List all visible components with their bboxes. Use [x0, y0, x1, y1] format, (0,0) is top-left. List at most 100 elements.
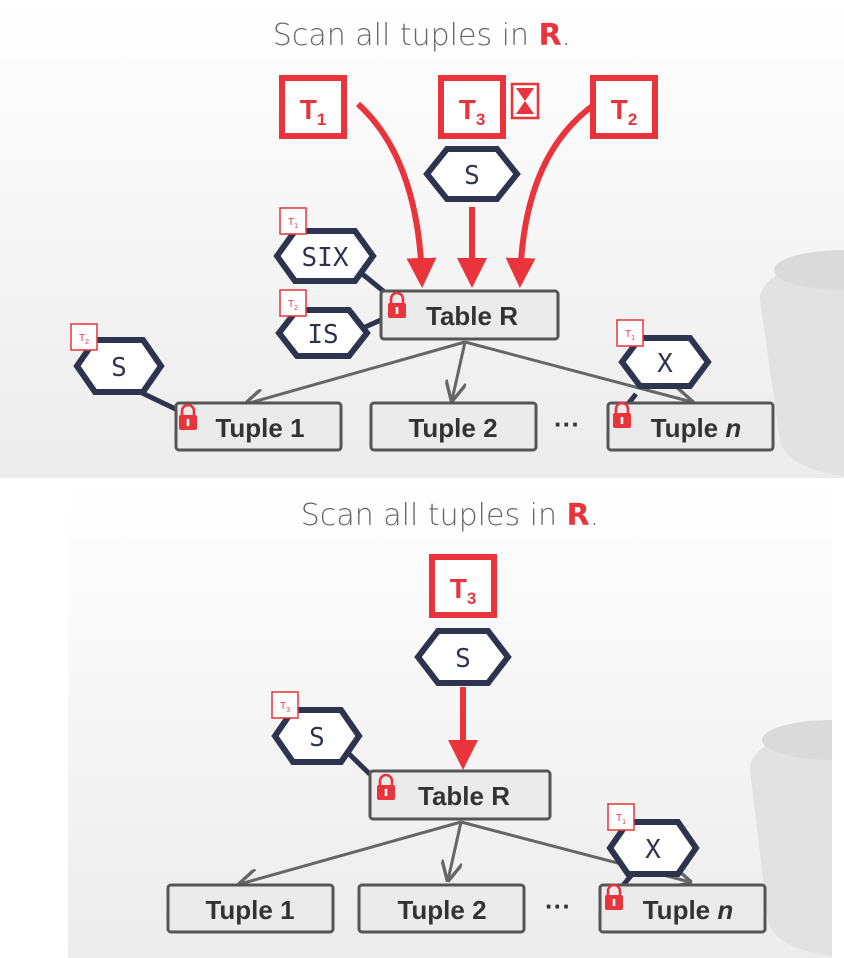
- owner-label: T: [280, 701, 286, 712]
- edge-t1-to-table: [355, 101, 437, 288]
- svg-text:T3: T3: [459, 94, 486, 129]
- owner-tag: [70, 323, 98, 351]
- svg-text:T3: T3: [450, 573, 477, 608]
- table-r-node: Table R: [379, 289, 560, 341]
- lock-mode-label: S: [455, 644, 471, 674]
- hourglass-icon: [510, 82, 540, 120]
- lock-mode-label: X: [657, 349, 673, 379]
- title-highlight: R: [538, 18, 562, 53]
- title-text: Scan all tuples in: [300, 498, 567, 533]
- database-watermark: [749, 720, 832, 956]
- is-lock-hexagon: IS T2: [275, 289, 371, 359]
- edge-table-to-tuple1: [240, 820, 462, 884]
- owner-sub: 2: [85, 339, 89, 346]
- owner-sub: 1: [294, 223, 298, 230]
- svg-text:T2: T2: [611, 94, 638, 129]
- tuple-n-label: Tuple n: [651, 413, 742, 443]
- owner-label: T: [625, 329, 631, 340]
- owner-sub: 2: [294, 305, 298, 312]
- s-lock-tuple1-hexagon: S T2: [70, 323, 165, 395]
- txn-label: T: [450, 573, 467, 604]
- owner-tag: [607, 803, 635, 831]
- tuple-2-node: Tuple 2: [369, 401, 538, 452]
- table-r-label: Table R: [426, 301, 518, 331]
- svg-text:T2: T2: [79, 333, 89, 346]
- owner-tag: [279, 207, 307, 235]
- transaction-t3: T3: [429, 554, 497, 618]
- panel-title: Scan all tuples in R.: [0, 18, 844, 53]
- tuple-1-node: Tuple 1: [174, 401, 343, 452]
- tuple-n-italic: n: [717, 895, 733, 925]
- tuple-2-label: Tuple 2: [408, 413, 497, 443]
- svg-text:T1: T1: [300, 94, 327, 129]
- tuple-n-node: Tuple n: [598, 883, 767, 934]
- ellipsis: ···: [554, 409, 580, 439]
- diagram-panel-1: Scan all tuples in R.: [0, 0, 844, 478]
- svg-text:T3: T3: [280, 701, 290, 714]
- owner-sub: 1: [622, 819, 626, 826]
- lock-mode-label: SIX: [302, 243, 349, 273]
- tuple-2-node: Tuple 2: [357, 883, 526, 934]
- title-suffix: .: [589, 498, 600, 533]
- tuple-n-prefix: Tuple: [651, 413, 726, 443]
- title-text: Scan all tuples in: [272, 18, 539, 53]
- lock-mode-label: S: [111, 353, 127, 383]
- edge-table-to-tuple2: [452, 341, 467, 400]
- x-lock-tuplen-hexagon: X T1: [606, 803, 700, 877]
- lock-mode-label: X: [645, 835, 661, 865]
- owner-sub: 1: [631, 335, 635, 342]
- svg-text:T1: T1: [616, 813, 626, 826]
- tuple-1-label: Tuple 1: [205, 895, 294, 925]
- owner-tag: [279, 289, 307, 317]
- txn-label: T: [300, 94, 317, 125]
- edge-table-to-tuple1: [246, 340, 466, 404]
- lock-mode-label: S: [309, 723, 325, 753]
- six-lock-hexagon: SIX T1: [273, 207, 377, 284]
- tuple-n-node: Tuple n: [606, 401, 775, 452]
- diagram-canvas: Table R Tuple 1 Tuple 2 ··· Tuple n T1 T…: [70, 75, 844, 476]
- tuple-1-node: Tuple 1: [166, 883, 335, 934]
- edge-t2-to-table: [505, 101, 597, 288]
- transaction-t1: T1: [279, 75, 347, 139]
- tuple-n-italic: n: [725, 413, 741, 443]
- s-lock-request-hexagon: S: [414, 628, 512, 686]
- txn-sub: 3: [476, 110, 485, 129]
- x-lock-tuplen-hexagon: X T1: [616, 319, 712, 389]
- svg-text:T2: T2: [288, 299, 298, 312]
- owner-label: T: [616, 813, 622, 824]
- owner-label: T: [288, 299, 294, 310]
- diagram-canvas: Table R Tuple 1 Tuple 2 ··· Tuple n T3 S: [166, 554, 832, 956]
- svg-text:T1: T1: [625, 329, 635, 342]
- owner-label: T: [288, 217, 294, 228]
- title-suffix: .: [561, 18, 572, 53]
- owner-tag: [616, 319, 644, 347]
- svg-text:T1: T1: [288, 217, 298, 230]
- tuple-n-prefix: Tuple: [643, 895, 718, 925]
- owner-sub: 3: [286, 707, 290, 714]
- txn-sub: 1: [317, 110, 326, 129]
- table-r-label: Table R: [418, 781, 510, 811]
- transaction-t2: T2: [590, 75, 658, 139]
- txn-label: T: [611, 94, 628, 125]
- txn-sub: 3: [467, 589, 476, 608]
- owner-label: T: [79, 333, 85, 344]
- tuple-2-label: Tuple 2: [397, 895, 486, 925]
- txn-sub: 2: [628, 110, 637, 129]
- diagram-panel-2: Scan all tuples in R.: [68, 480, 832, 958]
- panel-title: Scan all tuples in R.: [68, 498, 832, 533]
- tuple-n-label: Tuple n: [643, 895, 734, 925]
- txn-label: T: [459, 94, 476, 125]
- s-lock-request-hexagon: S: [423, 146, 521, 202]
- owner-tag: [271, 691, 299, 719]
- ellipsis: ···: [545, 891, 571, 921]
- s-lock-table-hexagon: S T3: [271, 691, 363, 765]
- table-r-node: Table R: [368, 769, 552, 821]
- lock-mode-label: S: [464, 161, 480, 191]
- edge-table-to-tuple2: [448, 821, 463, 880]
- tuple-1-label: Tuple 1: [215, 413, 304, 443]
- title-highlight: R: [566, 498, 590, 533]
- lock-mode-label: IS: [307, 320, 338, 350]
- database-watermark: [759, 250, 844, 476]
- edge-table-to-tuplen: [464, 340, 692, 402]
- transaction-t3: T3: [438, 75, 506, 139]
